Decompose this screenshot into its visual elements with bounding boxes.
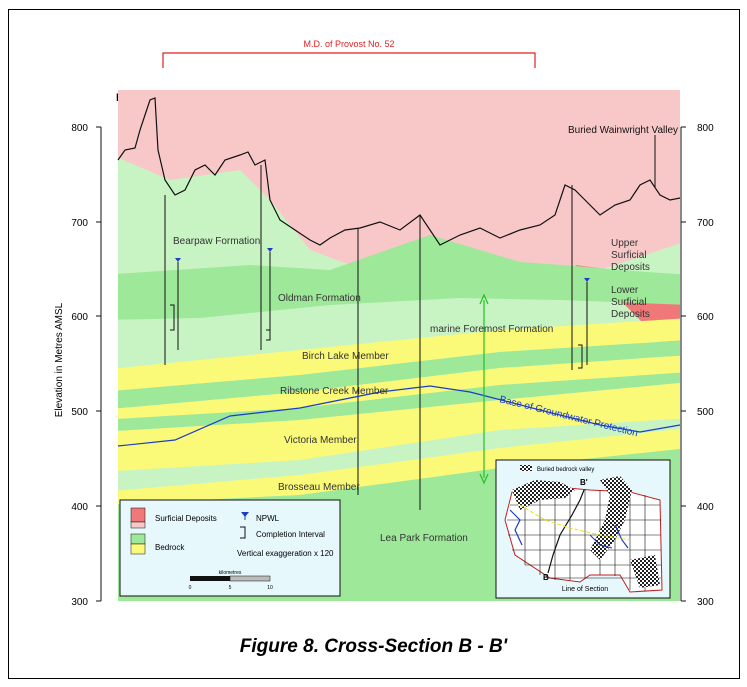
left-tick-800: 800 — [71, 123, 88, 134]
label-victoria: Victoria Member — [284, 435, 357, 446]
right-tick-300: 300 — [697, 597, 714, 608]
scale-title: kilometres — [219, 570, 242, 576]
legend-swatch-bedrock-yellow — [130, 543, 146, 555]
valley-label: Buried Wainwright Valley — [568, 125, 678, 136]
left-tick-700: 700 — [71, 218, 88, 229]
legend-bedrock: Bedrock — [155, 543, 185, 552]
legend-swatch-bedrock-green — [130, 533, 146, 545]
scale-bar-black — [190, 576, 230, 581]
right-tick-600: 600 — [697, 312, 714, 323]
legend-swatch-surficial-light — [130, 521, 146, 529]
left-tick-500: 500 — [71, 407, 88, 418]
label-lea-park: Lea Park Formation — [380, 533, 468, 544]
legend: Surficial Deposits Bedrock NPWL Completi… — [119, 499, 341, 597]
left-tick-400: 400 — [71, 502, 88, 513]
inset-map: Buried bedrock valley — [495, 459, 671, 599]
npwl-markers — [175, 248, 590, 282]
scale-bar-grey — [229, 575, 271, 582]
label-birch-lake: Birch Lake Member — [302, 351, 389, 362]
well-lines — [164, 135, 656, 510]
legend-npwl: NPWL — [256, 514, 280, 523]
label-lower-2: Surficial — [611, 297, 647, 308]
ground-surface-line — [117, 97, 681, 246]
scale-tick-0: 0 — [189, 585, 192, 591]
municipality-bracket: M.D. of Provost No. 52 — [162, 39, 536, 68]
label-lower-1: Lower — [611, 285, 639, 296]
completion-intervals — [170, 252, 588, 369]
label-oldman: Oldman Formation — [278, 293, 361, 304]
right-tick-800: 800 — [697, 123, 714, 134]
right-tick-700: 700 — [697, 218, 714, 229]
legend-swatch-surficial-dark — [130, 507, 146, 523]
municipality-label: M.D. of Provost No. 52 — [303, 39, 394, 49]
legend-completion: Completion Interval — [256, 530, 325, 539]
right-axis — [680, 126, 686, 602]
y-axis-label: Elevation in Metres AMSL — [54, 302, 65, 417]
label-ribstone: Ribstone Creek Member — [280, 386, 389, 397]
label-lower-3: Deposits — [611, 309, 650, 320]
geologic-layers — [118, 90, 680, 601]
figure-frame — [8, 9, 740, 679]
legend-completion-icon — [240, 526, 246, 539]
scale-tick-10: 10 — [267, 585, 273, 591]
inset-valley-swatch — [520, 465, 532, 471]
legend-exaggeration: Vertical exaggeration x 120 — [237, 549, 334, 558]
scale-tick-5: 5 — [229, 585, 232, 591]
inset-title: Buried bedrock valley — [537, 467, 594, 473]
groundwater-protection-line — [117, 385, 681, 447]
left-tick-600: 600 — [71, 312, 88, 323]
label-upper-2: Surficial — [611, 250, 647, 261]
label-bearpaw: Bearpaw Formation — [173, 236, 260, 247]
inset-caption: Line of Section — [562, 586, 608, 593]
legend-surficial: Surficial Deposits — [155, 514, 217, 523]
right-tick-500: 500 — [697, 407, 714, 418]
label-upper-1: Upper — [611, 238, 639, 249]
right-tick-400: 400 — [697, 502, 714, 513]
inset-section-line — [547, 489, 585, 574]
inset-label-b: B — [543, 573, 549, 582]
label-brosseau: Brosseau Member — [278, 482, 360, 493]
foremost-thickness-arrow — [479, 293, 489, 485]
left-axis — [96, 126, 102, 602]
inset-label-b-prime: B' — [580, 478, 588, 487]
figure-caption: Figure 8. Cross-Section B - B' — [239, 636, 508, 657]
label-foremost: marine Foremost Formation — [430, 324, 553, 335]
label-upper-3: Deposits — [611, 262, 650, 273]
left-tick-300: 300 — [71, 597, 88, 608]
